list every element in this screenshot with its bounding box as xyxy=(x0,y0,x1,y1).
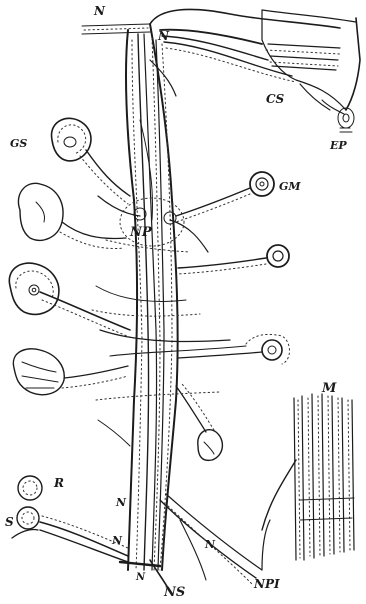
label-npi: NPI xyxy=(253,577,280,591)
label-np: NP xyxy=(129,225,153,240)
label-cs: CS xyxy=(266,92,285,106)
label-s: S xyxy=(5,515,14,529)
label-n-top-left: N xyxy=(93,4,106,18)
label-ns: NS xyxy=(163,585,185,600)
label-n-lower-1: N xyxy=(115,496,127,509)
top-left-nerve xyxy=(82,24,150,34)
label-n-lower-3: N xyxy=(204,538,216,551)
label-m: M xyxy=(321,381,337,396)
label-n-bottom: N xyxy=(135,572,146,583)
right-organ-4 xyxy=(176,384,222,460)
label-gm: GM xyxy=(279,180,301,193)
right-organ-2 xyxy=(178,245,289,274)
label-gs: GS xyxy=(10,137,27,150)
label-n-lower-2: N xyxy=(111,534,123,547)
left-organ-3 xyxy=(9,263,132,338)
spinal-cord xyxy=(126,24,178,570)
muscle-m xyxy=(262,394,354,560)
right-organ-3 xyxy=(178,334,290,364)
label-n-top: N xyxy=(157,29,170,43)
label-r: R xyxy=(53,476,64,490)
gs-organ xyxy=(52,118,130,204)
epithelium-region xyxy=(150,9,360,132)
bottom-left-organs xyxy=(12,476,128,562)
label-ep: EP xyxy=(329,139,347,152)
gm-organ xyxy=(176,172,274,222)
left-organ-2 xyxy=(18,183,126,248)
